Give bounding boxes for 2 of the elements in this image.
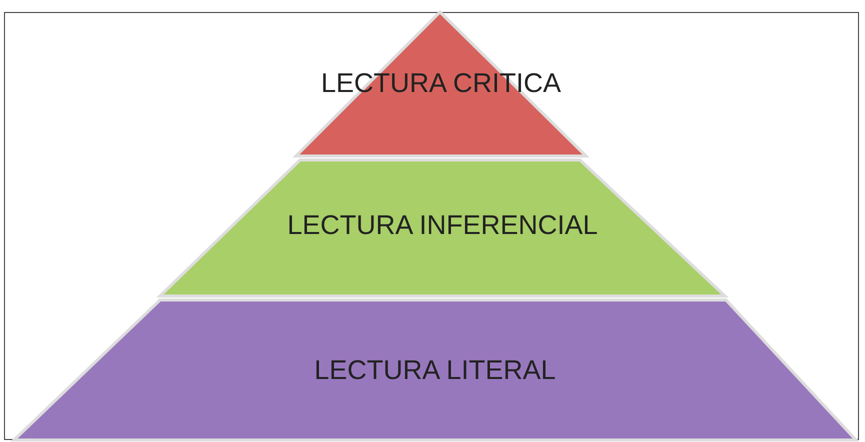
level-label: LECTURA LITERAL xyxy=(313,355,557,386)
level-label: LECTURA INFERENCIAL xyxy=(286,210,599,241)
